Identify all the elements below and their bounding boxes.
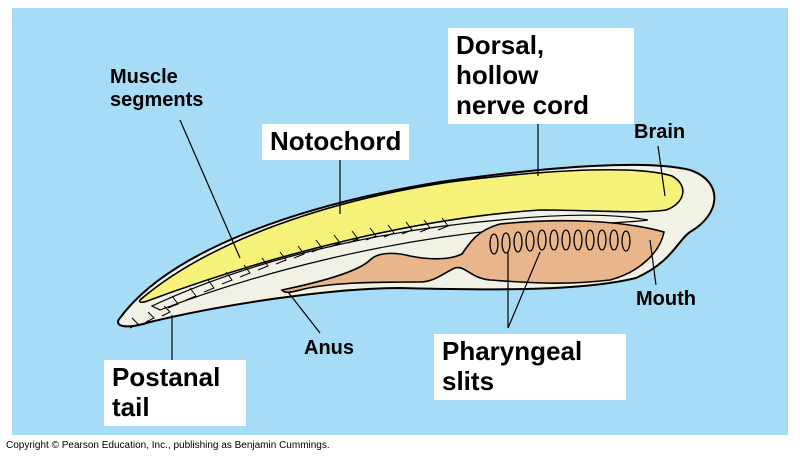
pharyngeal-slits-label: Pharyngeal slits [434,334,626,400]
notochord-label: Notochord [262,124,410,160]
pharynx-shape [280,219,665,294]
brain-label: Brain [634,121,686,143]
anus-label: Anus [304,337,354,359]
copyright-notice: Copyright © Pearson Education, Inc., pub… [6,440,330,451]
pharyngeal-slits-shape [489,229,631,255]
nerve-cord-shape [138,168,684,304]
postanal-tail-label: Postanal tail [104,360,246,426]
mouth-label: Mouth [636,288,696,310]
leader-lines [171,118,666,360]
muscle-segments-label: Muscle segments [110,66,204,111]
notochord-shape [150,214,649,311]
muscle-segments-shape [129,217,449,329]
dorsal-nerve-cord-label: Dorsal, hollow nerve cord [448,28,634,124]
